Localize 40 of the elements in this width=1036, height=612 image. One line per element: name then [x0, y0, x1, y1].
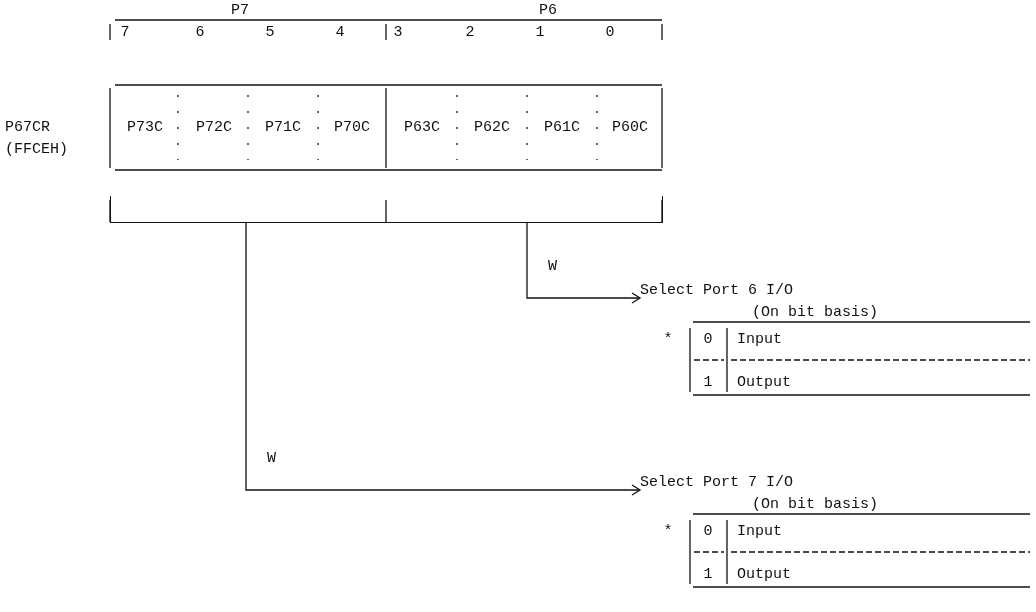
table-value: 1 [703, 374, 713, 392]
subheading-text: (On bit basis) [752, 303, 880, 323]
bit-number: 0 [605, 24, 615, 42]
table-text: Output [737, 566, 791, 584]
bit-number: 4 [335, 24, 345, 42]
bit-name: P73C [127, 119, 163, 137]
heading-text: Select Port 6 I/O [640, 281, 795, 301]
table-value: 0 [703, 331, 713, 349]
bit-number: 5 [265, 24, 275, 42]
arrow [245, 222, 641, 496]
register-address: (FFCEH) [5, 141, 68, 159]
bit-name: P71C [265, 119, 301, 137]
table-value: 0 [703, 523, 713, 541]
edge-label: W [267, 450, 276, 468]
bit-number: 1 [535, 24, 545, 42]
port-label: P6 [539, 2, 557, 20]
bit-number: 2 [465, 24, 475, 42]
register-name: P67CR [5, 119, 50, 137]
bit-name: P62C [474, 119, 510, 137]
edge-label: W [548, 258, 557, 276]
port-label: P7 [231, 2, 249, 20]
bit-name: P60C [612, 119, 648, 137]
register-field [386, 196, 663, 223]
subheading-text: (On bit basis) [752, 495, 880, 515]
table-text: Output [737, 374, 791, 392]
bit-number: 7 [120, 24, 130, 42]
footnote-mark: * [663, 331, 673, 349]
table-text: Input [737, 523, 782, 541]
bit-name: P72C [196, 119, 232, 137]
bit-number: 3 [393, 24, 403, 42]
bit-name: P63C [404, 119, 440, 137]
register-field [110, 196, 387, 223]
arrow [526, 222, 641, 304]
bit-number: 6 [195, 24, 205, 42]
bit-name: P70C [334, 119, 370, 137]
heading-text: Select Port 7 I/O [640, 473, 795, 493]
footnote-mark: * [663, 523, 673, 541]
bit-name: P61C [544, 119, 580, 137]
table-text: Input [737, 331, 782, 349]
table-value: 1 [703, 566, 713, 584]
